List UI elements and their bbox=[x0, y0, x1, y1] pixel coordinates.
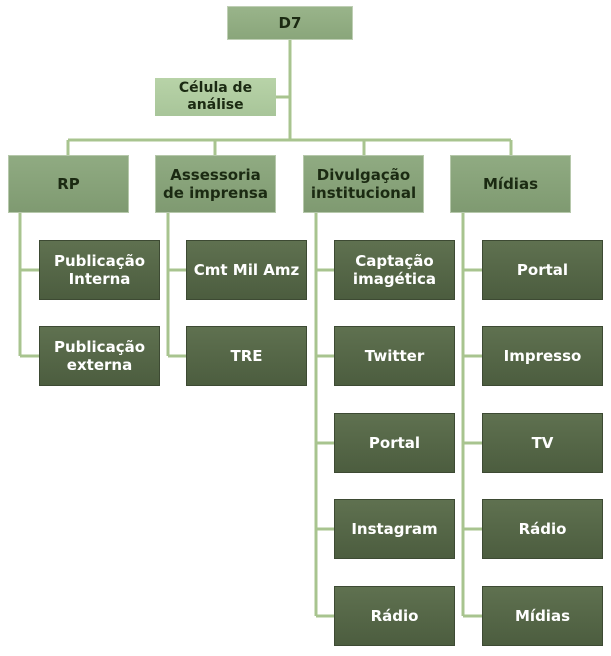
assessoria-item-cmt-mil-amz: Cmt Mil Amz bbox=[186, 240, 307, 300]
divulgacao-item-captacao-imagetica: Captação imagética bbox=[334, 240, 455, 300]
analysis-cell-label: Célula de análise bbox=[178, 80, 253, 113]
department-label: RP bbox=[57, 175, 80, 193]
leaf-label: Portal bbox=[516, 261, 569, 279]
midias-item-impresso: Impresso bbox=[482, 326, 603, 386]
department-label: Mídias bbox=[483, 175, 538, 193]
department-label: Assessoria de imprensa bbox=[163, 166, 268, 202]
leaf-label: Captação imagética bbox=[352, 252, 437, 288]
department-label: Divulgação institucional bbox=[310, 166, 417, 202]
department-assessoria-de-imprensa: Assessoria de imprensa bbox=[155, 155, 276, 213]
analysis-cell-node: Célula de análise bbox=[155, 78, 276, 116]
leaf-label: Publicação externa bbox=[53, 338, 146, 374]
root-label: D7 bbox=[278, 14, 302, 32]
leaf-label: Publicação Interna bbox=[53, 252, 146, 288]
leaf-label: Cmt Mil Amz bbox=[193, 261, 300, 279]
leaf-label: Rádio bbox=[370, 607, 419, 625]
midias-item-radio: Rádio bbox=[482, 499, 603, 559]
leaf-label: Portal bbox=[368, 434, 421, 452]
leaf-label: Mídias bbox=[515, 607, 570, 625]
leaf-label: TRE bbox=[230, 347, 263, 365]
divulgacao-item-radio: Rádio bbox=[334, 586, 455, 646]
leaf-label: Rádio bbox=[518, 520, 567, 538]
midias-item-midias: Mídias bbox=[482, 586, 603, 646]
department-midias: Mídias bbox=[450, 155, 571, 213]
divulgacao-item-portal: Portal bbox=[334, 413, 455, 473]
department-divulgacao-institucional: Divulgação institucional bbox=[303, 155, 424, 213]
divulgacao-item-twitter: Twitter bbox=[334, 326, 455, 386]
department-rp: RP bbox=[8, 155, 129, 213]
rp-item-publicacao-externa: Publicação externa bbox=[39, 326, 160, 386]
rp-item-publicacao-interna: Publicação Interna bbox=[39, 240, 160, 300]
root-node: D7 bbox=[227, 6, 353, 40]
leaf-label: TV bbox=[531, 434, 554, 452]
midias-item-portal: Portal bbox=[482, 240, 603, 300]
leaf-label: Impresso bbox=[503, 347, 582, 365]
divulgacao-item-instagram: Instagram bbox=[334, 499, 455, 559]
midias-item-tv: TV bbox=[482, 413, 603, 473]
leaf-label: Twitter bbox=[364, 347, 425, 365]
leaf-label: Instagram bbox=[351, 520, 438, 538]
assessoria-item-tre: TRE bbox=[186, 326, 307, 386]
